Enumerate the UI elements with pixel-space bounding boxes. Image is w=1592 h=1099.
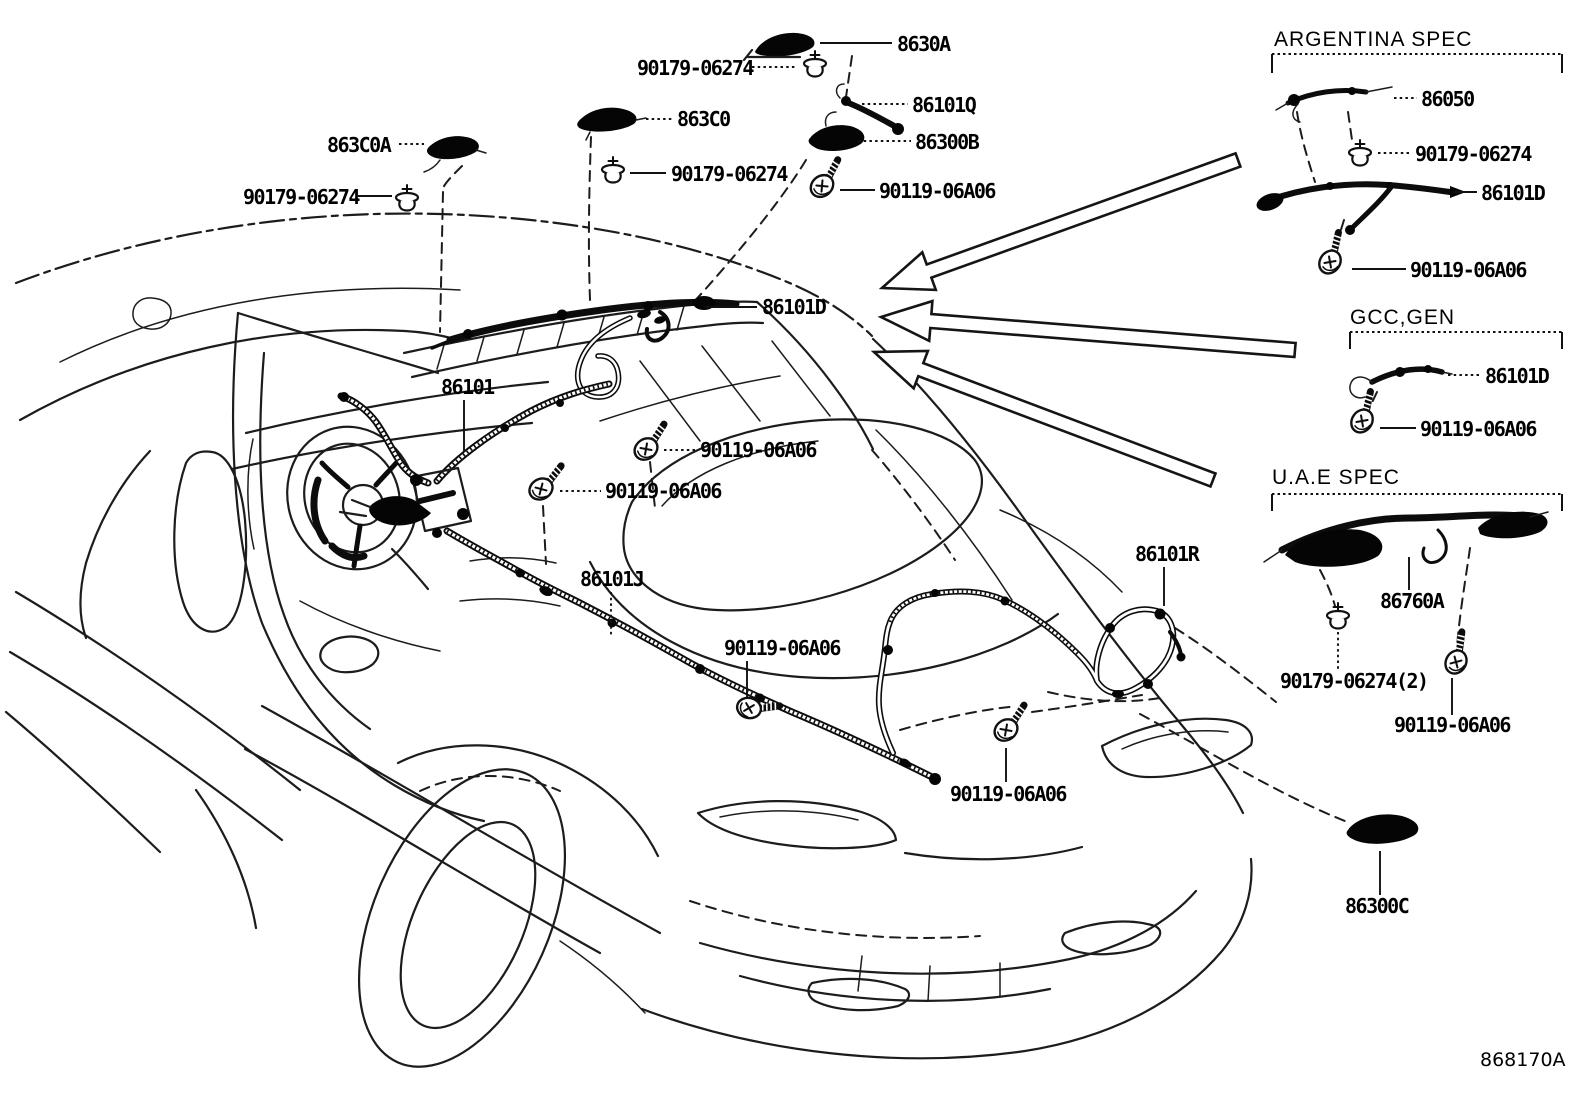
clip-icon (394, 183, 420, 212)
part-number-86101D: 86101D (762, 295, 827, 319)
variant-arrow-icon (870, 349, 1218, 489)
screw-icon (989, 704, 1035, 746)
part-number-86101D: 86101D (1485, 364, 1550, 388)
part-86101D-gcc (1349, 365, 1453, 399)
part-number-86300B: 86300B (915, 130, 980, 154)
part-number-90119-06A06: 90119-06A06 (879, 179, 995, 203)
section-gcc-gen: GCC,GEN 86101D 90119-06A06 (1345, 306, 1563, 441)
spec-variant-arrows (870, 151, 1298, 489)
part-number-90119-06A06: 90119-06A06 (724, 636, 840, 660)
part-86300C-amplifier (1346, 814, 1419, 844)
part-number-86101Q: 86101Q (912, 93, 977, 117)
screw-icon (1440, 631, 1480, 678)
seat (173, 438, 255, 633)
part-number-863C0A: 863C0A (327, 133, 392, 157)
exhaust-tip-left (807, 977, 911, 1012)
part-number-90119-06A06: 90119-06A06 (950, 782, 1066, 806)
part-number-90179-06274-x2: 90179-06274(2) (1280, 669, 1428, 693)
callout-leader-lines (358, 42, 1381, 895)
harness-86101R-trunk (875, 588, 1186, 756)
harness-86101D-header (430, 296, 740, 350)
part-86300B-amplifier (808, 111, 865, 151)
quarter-panel (871, 337, 1245, 815)
car-line-art (4, 212, 1253, 1068)
harness-86101-dash-and-floor (337, 380, 941, 785)
screw-icon (1345, 390, 1387, 436)
part-863C0-cable (577, 107, 647, 141)
rear-window (588, 418, 1060, 680)
gcc-gen-title: GCC,GEN (1350, 306, 1455, 329)
antenna-feeder-loop (574, 309, 666, 400)
rear-bumper (640, 845, 1253, 1060)
clip-icon (600, 155, 626, 184)
clip-icon (1325, 601, 1351, 630)
part-number-90119-06A06: 90119-06A06 (700, 438, 816, 462)
uae-spec-bracket (1271, 493, 1563, 511)
part-number-90119-06A06: 90119-06A06 (1394, 713, 1510, 737)
dashboard (230, 380, 561, 607)
part-number-86050: 86050 (1421, 87, 1474, 111)
exhaust-tip-right (1061, 920, 1162, 956)
screw-icon (805, 158, 851, 201)
rocker-sill (243, 704, 662, 955)
part-86101Q-bracket (835, 83, 904, 135)
section-argentina-spec: ARGENTINA SPEC 86050 90179-06274 86101D … (1256, 28, 1563, 282)
part-number-86300C: 86300C (1345, 894, 1409, 918)
clip-icon (802, 49, 828, 78)
part-86760A-antenna-harness (1263, 511, 1549, 567)
part-number-90119-06A06: 90119-06A06 (1420, 417, 1536, 441)
section-uae-spec: U.A.E SPEC 86760A 90179-06274(2) 90119-0… (1263, 466, 1563, 737)
taillight-right (1100, 717, 1253, 779)
argentina-spec-title: ARGENTINA SPEC (1274, 28, 1472, 51)
part-number-86101: 86101 (441, 375, 495, 399)
part-number-90179-06274: 90179-06274 (637, 56, 754, 80)
diagram-reference-number: 868170A (1480, 1049, 1566, 1071)
variant-arrow-icon (878, 151, 1243, 292)
part-number-8630A: 8630A (897, 32, 951, 56)
part-863C0A-cable (423, 136, 487, 173)
uae-spec-title: U.A.E SPEC (1272, 466, 1400, 489)
screw-icon (1313, 231, 1355, 277)
door-handle (319, 635, 380, 674)
front-end (4, 590, 302, 930)
part-number-863C0: 863C0 (677, 107, 730, 131)
part-number-86101D: 86101D (1481, 181, 1546, 205)
part-86101D-argentina (1256, 181, 1466, 235)
steering-wheel (286, 425, 430, 591)
part-number-86760A: 86760A (1380, 589, 1445, 613)
part-number-90179-06274: 90179-06274 (671, 162, 788, 186)
windshield-header (79, 300, 875, 640)
part-number-90119-06A06: 90119-06A06 (1410, 258, 1526, 282)
part-8630A-antenna (742, 32, 815, 62)
door-panel (232, 311, 486, 823)
rear-wheel (357, 744, 660, 1068)
part-number-90179-06274: 90179-06274 (1415, 142, 1532, 166)
taillight-left (696, 800, 898, 850)
part-number-90179-06274: 90179-06274 (243, 185, 360, 209)
assembly-reference-dashes (439, 55, 1471, 824)
callout-labels: 8630A 90179-06274 863C0 90179-06274 863C… (243, 32, 1410, 918)
screw-icon (629, 423, 675, 465)
screw-icon (525, 464, 572, 504)
part-number-86101J: 86101J (580, 567, 643, 591)
part-86050-harness (1275, 86, 1393, 123)
part-number-90119-06A06: 90119-06A06 (605, 479, 721, 503)
argentina-spec-bracket (1271, 53, 1563, 73)
clip-icon (1347, 138, 1373, 167)
part-number-86101R: 86101R (1135, 542, 1201, 566)
gcc-gen-bracket (1349, 331, 1563, 349)
variant-arrow-icon (877, 299, 1298, 359)
